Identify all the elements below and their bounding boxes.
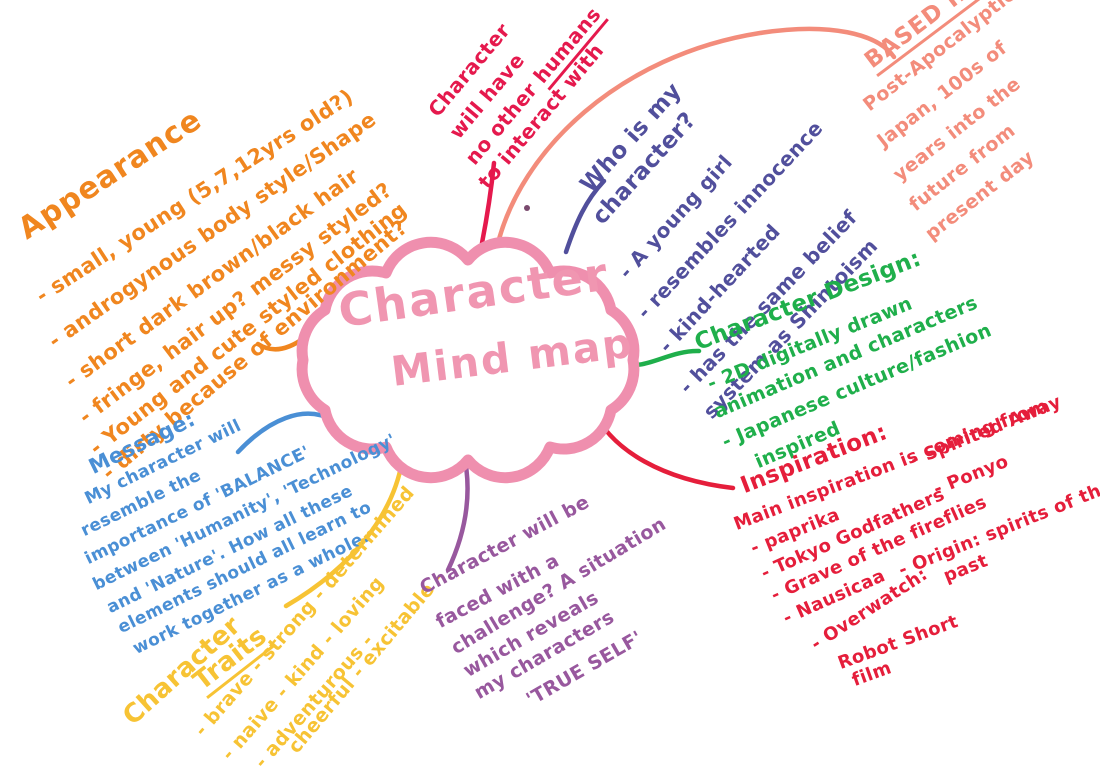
based-in-connector [494,26,897,250]
stray-dot [524,205,530,211]
traits-connector [283,459,405,609]
message-connector [235,411,335,455]
cloud-shape [296,236,640,484]
who-connector [563,178,607,255]
isolation-connector [479,160,497,246]
